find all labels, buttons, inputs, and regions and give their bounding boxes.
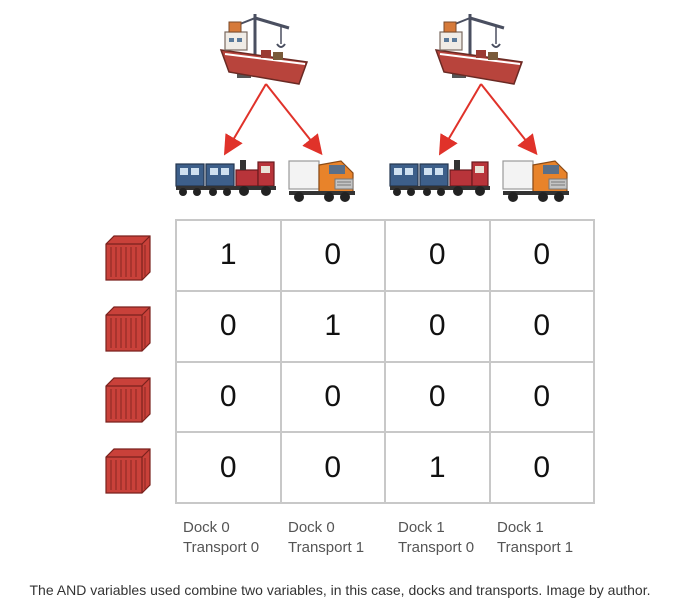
arrow-dock1-train [438,83,482,156]
grid-cell: 1 [175,219,282,292]
column-label-1: Dock 0 Transport 1 [288,518,364,558]
truck-icon-col-3 [502,160,570,203]
column-transport-label: Transport 0 [183,539,260,556]
grid-cell: 1 [279,289,386,363]
column-label-2: Dock 1 Transport 0 [398,518,474,558]
ship-crane-icon-dock-0 [219,12,309,86]
ship-crane-icon-dock-1 [434,12,524,86]
column-dock-label: Dock 1 [398,519,445,536]
column-transport-label: Transport 0 [398,539,475,556]
grid-row-0: 1 0 0 0 [175,219,595,292]
grid-cell: 0 [384,219,491,292]
shipping-container-icon-row-3 [105,448,151,494]
arrow-dock0-train [223,83,267,156]
grid-row-1: 0 1 0 0 [175,289,595,363]
shipping-container-icon-row-0 [105,235,151,281]
column-dock-label: Dock 0 [183,519,230,536]
grid-cell: 0 [279,431,386,504]
column-dock-label: Dock 0 [288,519,335,536]
grid-cell: 0 [175,289,282,363]
grid-cell: 0 [384,360,491,434]
grid-row-2: 0 0 0 0 [175,360,595,434]
train-icon-col-0 [175,159,277,197]
grid-cell: 0 [279,360,386,434]
grid-cell: 0 [488,431,595,504]
grid-cell: 0 [488,289,595,363]
grid-cell: 0 [488,360,595,434]
column-label-0: Dock 0 Transport 0 [183,518,259,558]
truck-icon-col-1 [288,160,356,203]
train-icon-col-2 [389,159,491,197]
column-label-3: Dock 1 Transport 1 [497,518,573,558]
assignment-grid: 1 0 0 0 0 1 0 0 0 0 0 0 0 0 1 0 [175,219,595,504]
shipping-container-icon-row-1 [105,306,151,352]
grid-cell: 1 [384,431,491,504]
grid-cell: 0 [279,219,386,292]
column-transport-label: Transport 1 [288,539,365,556]
grid-cell: 0 [175,431,282,504]
grid-cell: 0 [175,360,282,434]
column-transport-label: Transport 1 [497,539,574,556]
arrow-dock1-truck [480,83,538,156]
figure-caption: The AND variables used combine two varia… [29,582,651,598]
shipping-container-icon-row-2 [105,377,151,423]
grid-row-3: 0 0 1 0 [175,431,595,504]
column-dock-label: Dock 1 [497,519,544,536]
grid-cell: 0 [384,289,491,363]
arrow-dock0-truck [265,83,323,156]
grid-cell: 0 [488,219,595,292]
